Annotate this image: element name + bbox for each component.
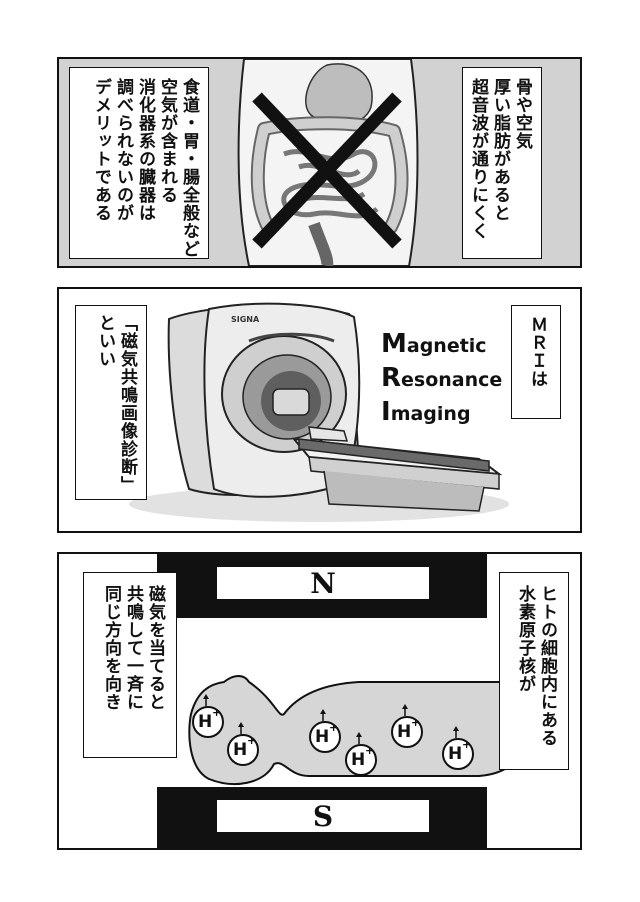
caption-line: デメリットである <box>91 78 111 222</box>
caption-box-right: ヒトの細胞内にある 水素原子核が <box>499 572 569 770</box>
panel-hydrogen: N S 磁気を当てると 共鳴して一斉に 同じ方向を向き ヒトの細胞内にある 水素… <box>57 552 582 850</box>
caption-box-left: 「磁気共鳴画像診断」 といい <box>75 305 147 500</box>
caption-line: ＭＲＩは <box>527 316 547 388</box>
hydrogen-atom: H+ <box>227 722 263 772</box>
caption-box-left: 食道・胃・腸全般など 空気が含まれる 消化器系の臓器は 調べられないのが デメリ… <box>69 67 209 259</box>
mri-word-magnetic: Magnetic <box>381 329 487 359</box>
caption-line: 共鳴して一斉に <box>123 585 143 711</box>
south-label: S <box>217 800 429 833</box>
atom-charge: + <box>247 734 257 747</box>
hydrogen-atom: H+ <box>442 726 478 776</box>
atom-symbol: H <box>351 750 366 770</box>
mri-scanner-illustration <box>129 302 509 522</box>
atom-charge: + <box>329 721 339 734</box>
caption-line: といい <box>95 314 115 368</box>
caption-line: 水素原子核が <box>515 585 535 693</box>
digestive-organs-illustration <box>237 59 419 266</box>
caption-box-right: 骨や空気 厚い脂肪があると 超音波が通りにくく <box>462 67 542 259</box>
north-pole-magnet: N <box>157 554 487 618</box>
atom-charge: + <box>365 744 375 757</box>
hydrogen-atom: H+ <box>309 709 345 759</box>
south-pole-magnet: S <box>157 787 487 848</box>
atom-charge: + <box>212 706 222 719</box>
panel-ultrasound: 食道・胃・腸全般など 空気が含まれる 消化器系の臓器は 調べられないのが デメリ… <box>57 57 582 268</box>
caption-box-left: 磁気を当てると 共鳴して一斉に 同じ方向を向き <box>83 572 177 758</box>
scanner-brand-label: SIGNA <box>231 315 260 324</box>
caption-line: 超音波が通りにくく <box>468 78 488 240</box>
atom-charge: + <box>411 716 421 729</box>
atom-symbol: H <box>315 727 330 747</box>
caption-line: 磁気を当てると <box>145 585 165 711</box>
caption-line: 「磁気共鳴画像診断」 <box>117 314 137 494</box>
atom-symbol: H <box>233 740 248 760</box>
caption-line: 調べられないのが <box>113 78 133 222</box>
atom-symbol: H <box>198 712 213 732</box>
mri-word-resonance: Resonance <box>381 363 503 393</box>
hydrogen-atom: H+ <box>192 694 228 744</box>
north-label: N <box>217 567 429 600</box>
hydrogen-atom: H+ <box>391 704 427 754</box>
caption-line: 空気が含まれる <box>157 78 177 204</box>
caption-line: 同じ方向を向き <box>101 585 121 711</box>
caption-box-right: ＭＲＩは <box>511 305 561 419</box>
caption-line: ヒトの細胞内にある <box>537 585 557 747</box>
mri-word-imaging: Imaging <box>381 397 471 427</box>
caption-line: 消化器系の臓器は <box>135 78 155 222</box>
panel-mri: SIGNA 「磁気共鳴画像診断」 といい Magnetic Resonance … <box>57 287 582 533</box>
atom-symbol: H <box>448 744 463 764</box>
caption-line: 骨や空気 <box>512 78 532 150</box>
hydrogen-atom: H+ <box>345 732 381 782</box>
atom-symbol: H <box>397 722 412 742</box>
caption-line: 厚い脂肪があると <box>490 78 510 222</box>
atom-charge: + <box>462 738 472 751</box>
caption-line: 食道・胃・腸全般など <box>179 78 199 258</box>
